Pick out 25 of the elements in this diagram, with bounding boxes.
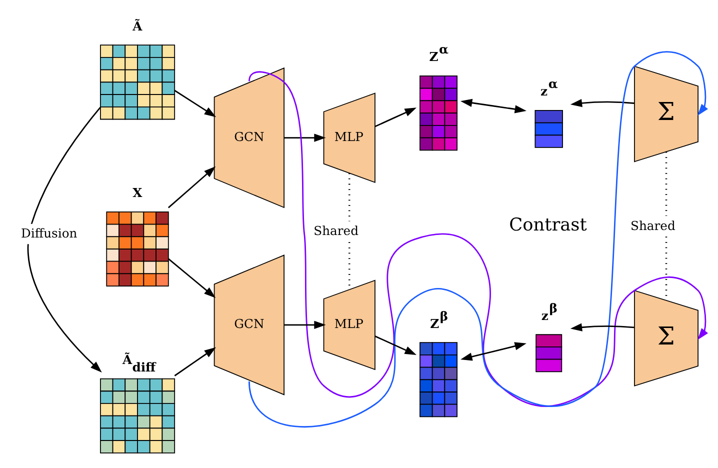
node-box: MLP <box>323 92 376 183</box>
arrow <box>460 342 526 361</box>
arrow <box>284 134 326 142</box>
arrow <box>168 166 216 208</box>
arrow <box>174 347 216 376</box>
arrow <box>570 323 634 332</box>
arrow <box>174 90 216 118</box>
node-box: Σ <box>634 66 698 162</box>
arrow <box>460 98 526 114</box>
arrow <box>284 320 326 329</box>
label: Contrast <box>509 215 587 236</box>
arrow <box>27 107 102 372</box>
edge-label: Diffusion <box>21 226 78 241</box>
node-box: GCN <box>214 254 284 396</box>
arrow <box>374 336 416 356</box>
node-label: Ã <box>132 18 142 34</box>
arrow <box>570 99 634 108</box>
node-box: GCN <box>214 67 284 208</box>
arrow <box>168 258 216 298</box>
edge-label: Shared <box>314 224 358 238</box>
node-box: Σ <box>634 290 698 386</box>
arrow <box>374 108 416 128</box>
node-label: X <box>132 185 142 200</box>
node-box: MLP <box>323 280 376 370</box>
edge-label: Shared <box>630 218 676 233</box>
